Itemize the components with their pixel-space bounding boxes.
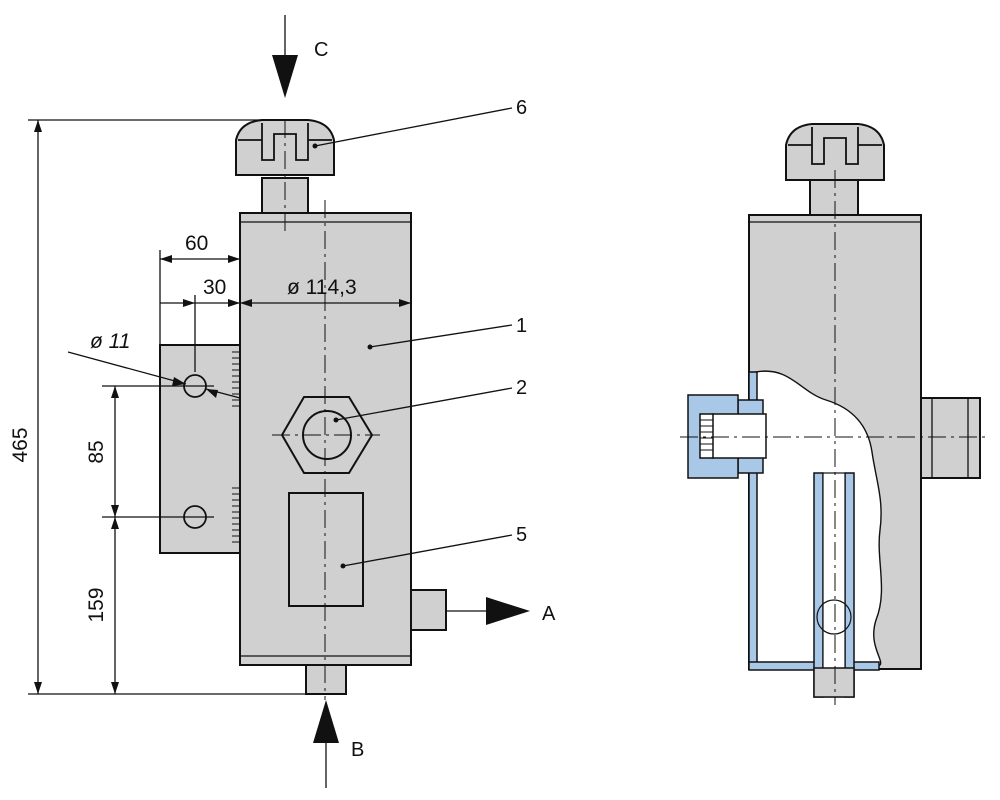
flow-label-b: B (351, 739, 364, 761)
dim-label-159: 159 (85, 587, 108, 622)
flow-arrow-b (313, 700, 339, 788)
flow-arrow-a (446, 597, 530, 625)
dim-hole-leader (67, 351, 241, 399)
flow-label-a: A (542, 603, 556, 625)
dim-label-85: 85 (85, 440, 108, 463)
dim-label-60: 60 (185, 232, 208, 255)
front-view: C A B 6 1 2 5 (9, 15, 556, 788)
part-label-6: 6 (516, 97, 527, 119)
part-label-2: 2 (516, 377, 527, 399)
section-dip-tube (813, 472, 855, 698)
dim-label-diameter-body: ø 114,3 (287, 276, 357, 299)
part-label-1: 1 (516, 315, 527, 337)
part-leaders (312, 107, 513, 569)
section-view (680, 123, 990, 705)
inlet-stub-b (305, 663, 347, 695)
part-label-5: 5 (516, 524, 527, 546)
inspection-window (288, 492, 364, 607)
dim-widths (159, 250, 412, 372)
dim-label-465: 465 (9, 427, 32, 462)
flow-arrow-c (272, 15, 298, 98)
weld-marks (232, 351, 240, 543)
flow-label-c: C (314, 39, 328, 61)
dim-label-diameter-hole: ø 11 (90, 330, 130, 353)
dim-height (28, 119, 306, 695)
dim-spacing (102, 385, 176, 694)
section-vent-knob (785, 123, 885, 181)
outlet-stub-a (409, 589, 447, 631)
section-side-nozzle (919, 397, 981, 479)
vent-knob (235, 119, 335, 176)
section-vent-neck (809, 179, 859, 216)
dim-label-30: 30 (203, 276, 226, 299)
